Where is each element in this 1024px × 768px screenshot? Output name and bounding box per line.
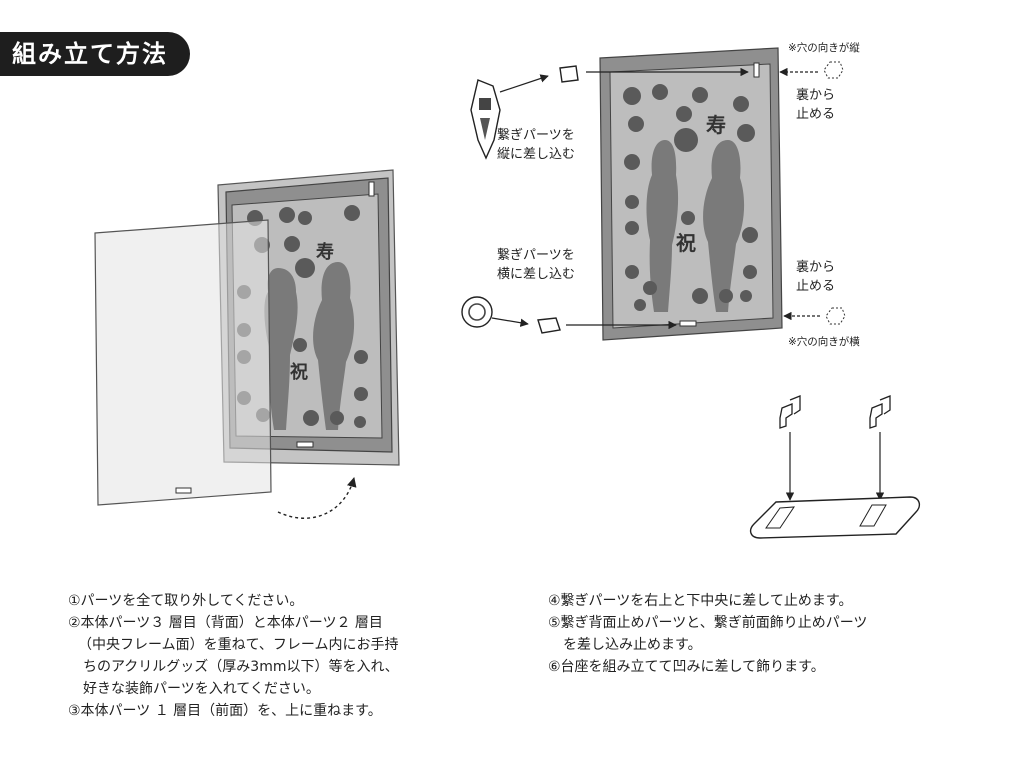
slot-right-bottom	[679, 320, 697, 327]
ornament-round-icon	[461, 296, 493, 328]
label-horizontal-insert: 繋ぎパーツを 横に差し込む	[497, 248, 576, 282]
stand-slot-left	[765, 506, 795, 529]
left-assembly-figure: 寿 祝	[94, 169, 400, 519]
step-5: ⑤繋ぎ背面止めパーツと、繋ぎ前面飾り止めパーツ	[548, 615, 868, 631]
step-2-cont-3: 好きな装飾パーツを入れてください。	[83, 681, 320, 697]
step-2-cont-1: （中央フレーム面）を重ねて、フレーム内にお手持	[78, 637, 399, 653]
step-4: ④繋ぎパーツを右上と下中央に差して止めます。	[548, 593, 853, 609]
note-hole-vertical: ※穴の向きが縦	[788, 42, 860, 54]
front-layer	[94, 219, 272, 506]
stand-clip-left-icon	[779, 403, 793, 429]
step-1: ①パーツを全て取り外してください。	[68, 593, 304, 609]
stand-clip-right-icon	[869, 403, 883, 429]
steps-right: ④繋ぎパーツを右上と下中央に差して止めます。 ⑤繋ぎ背面止めパーツと、繋ぎ前面飾…	[548, 590, 867, 678]
flip-arrow	[277, 477, 357, 519]
steps-left: ①パーツを全て取り外してください。 ②本体パーツ３ 層目（背面）と本体パーツ２ …	[68, 590, 399, 722]
flower-stop-top-icon	[823, 61, 844, 79]
slot-right-top	[753, 62, 760, 78]
stand-diagram	[749, 395, 921, 539]
note-hole-horizontal: ※穴の向きが横	[788, 336, 860, 348]
silhouette-right	[313, 262, 355, 430]
flower-stop-bottom-icon	[825, 307, 846, 325]
label-stop-from-back-top: 裏から 止める	[796, 88, 836, 122]
label-vertical-insert: 繋ぎパーツを 縦に差し込む	[497, 128, 576, 162]
glyph-kotobuki-left: 寿	[316, 241, 334, 263]
glyph-kotobuki-right: 寿	[706, 113, 726, 137]
arrow-round-to-connector	[491, 317, 529, 327]
label-stop-from-back-bottom: 裏から 止める	[796, 260, 836, 294]
stand-slot-right	[859, 504, 887, 527]
step-2: ②本体パーツ３ 層目（背面）と本体パーツ２ 層目	[68, 615, 383, 631]
step-6: ⑥台座を組み立てて凹みに差して飾ります。	[548, 659, 825, 675]
connector-top-icon	[559, 65, 579, 83]
connector-diagram	[461, 61, 846, 334]
step-3: ③本体パーツ １ 層目（前面）を、上に重ねます。	[68, 703, 382, 719]
right-assembly-figure: 寿 祝	[599, 47, 783, 341]
silhouette-right-a	[646, 140, 679, 312]
step-2-cont-2: ちのアクリルグッズ（厚み3mm以下）等を入れ、	[83, 659, 399, 675]
slot-vertical	[368, 181, 375, 197]
front-slot	[175, 487, 192, 494]
silhouette-right-b	[703, 140, 745, 312]
connector-bottom-icon	[537, 317, 561, 334]
slot-horizontal	[296, 441, 314, 448]
arrow-ornament-to-connector	[499, 74, 549, 93]
glyph-iwai-right: 祝	[676, 231, 696, 255]
glyph-iwai-left: 祝	[290, 361, 308, 383]
step-5-cont: を差し込み止めます。	[563, 637, 702, 653]
silhouette-left	[264, 268, 298, 430]
page-title: 組み立て方法	[0, 32, 190, 76]
